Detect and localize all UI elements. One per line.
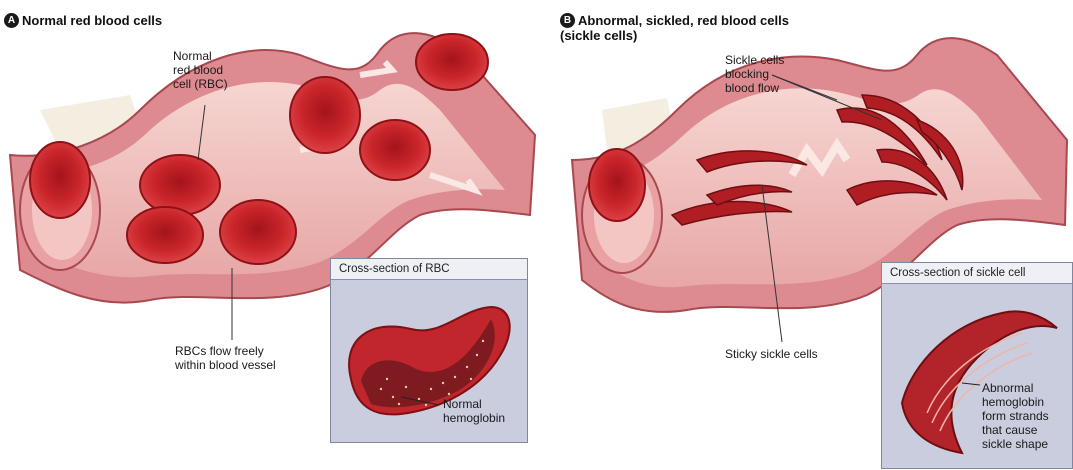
panel-a-badge: A [4, 13, 19, 28]
panel-a-title: Normal red blood cells [22, 13, 162, 28]
rbc-b-1 [589, 149, 645, 221]
panel-b-title: Abnormal, sickled, red blood cells (sick… [560, 13, 789, 43]
label-normal-rbc: Normal red blood cell (RBC) [173, 49, 228, 91]
panel-b-badge: B [560, 13, 575, 28]
inset-sickle-cross-section: Cross-section of sickle cell Abnormal he… [881, 262, 1073, 469]
label-sickle-blocking: Sickle cells blocking blood flow [725, 53, 784, 95]
rbc-3 [127, 207, 203, 263]
label-rbc-flow: RBCs flow freely within blood vessel [175, 344, 276, 372]
rbc-7 [416, 34, 488, 90]
rbc-4 [220, 200, 296, 264]
label-abnormal-hemoglobin: Abnormal hemoglobin form strands that ca… [982, 381, 1049, 451]
rbc-1 [30, 142, 90, 218]
rbc-5 [290, 77, 360, 153]
rbc-6 [360, 120, 430, 180]
label-sticky-sickle: Sticky sickle cells [725, 347, 818, 361]
rbc-2 [140, 155, 220, 215]
inset-rbc-cross-section: Cross-section of RBC Normal hemoglobin [330, 258, 528, 443]
label-normal-hemoglobin: Normal hemoglobin [443, 397, 505, 425]
